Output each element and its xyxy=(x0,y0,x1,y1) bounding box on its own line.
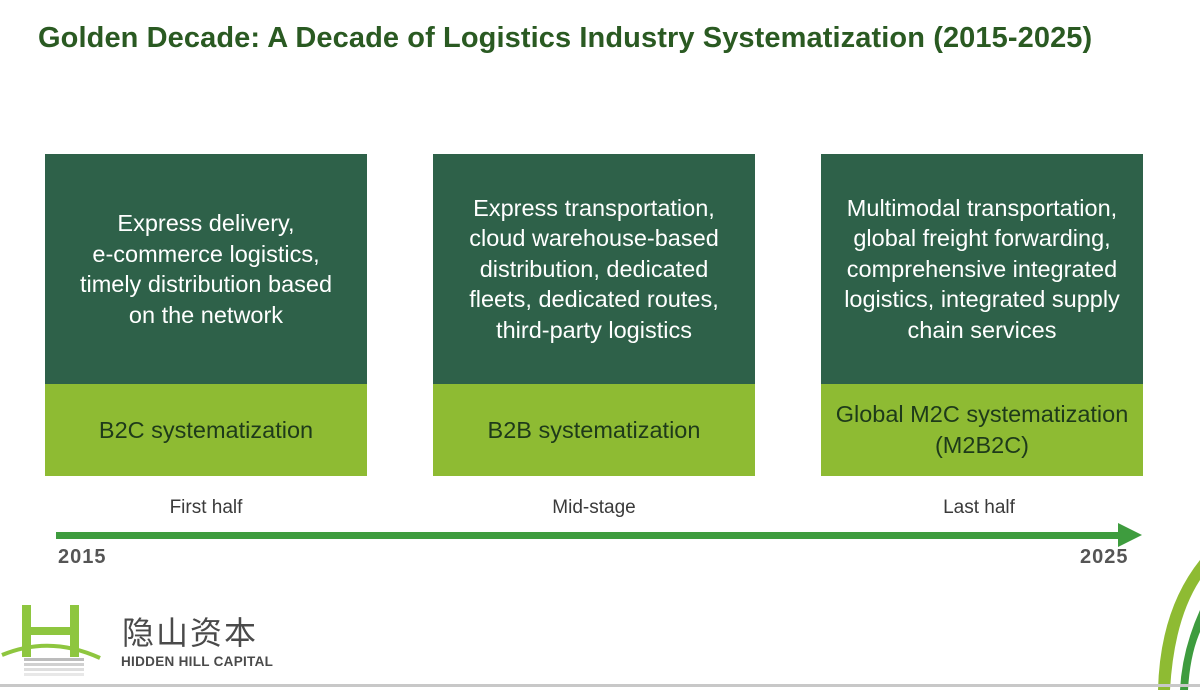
bottom-divider xyxy=(0,684,1200,687)
timeline-end-year: 2025 xyxy=(1080,546,1129,568)
stage-label-text: B2C systematization xyxy=(98,416,314,443)
hidden-hill-logo-icon xyxy=(1,605,101,676)
stage-description-text: Express transportation, cloud warehouse-… xyxy=(469,194,719,343)
stage-card-m2c: Multimodal transportation, global freigh… xyxy=(821,154,1143,476)
stage-label-text: B2B systematization xyxy=(487,416,701,443)
stage-card-b2b: Express transportation, cloud warehouse-… xyxy=(433,154,755,476)
timeline-start-year: 2015 xyxy=(58,546,107,568)
page-title: Golden Decade: A Decade of Logistics Ind… xyxy=(38,22,1093,54)
timeline-arrow-head-icon xyxy=(1118,523,1142,547)
stage-label-text: Global M2C systematization (M2B2C) xyxy=(835,401,1129,458)
brand-name-en: HIDDEN HILL CAPITAL xyxy=(121,654,274,669)
timeline-arrow-line xyxy=(56,532,1122,539)
phase-label-first: First half xyxy=(169,497,243,518)
stage-description-text: Express delivery, e-commerce logistics, … xyxy=(79,210,333,328)
stage-description: Express delivery, e-commerce logistics, … xyxy=(45,154,367,384)
stage-label: Global M2C systematization (M2B2C) xyxy=(821,384,1143,476)
corner-decoration-icon xyxy=(1158,560,1200,690)
stage-label: B2B systematization xyxy=(433,384,755,476)
phase-label-mid: Mid-stage xyxy=(552,497,636,518)
brand-name-cn: 隐山资本 xyxy=(122,615,259,651)
stage-description-text: Multimodal transportation, global freigh… xyxy=(844,194,1120,343)
stage-label: B2C systematization xyxy=(45,384,367,476)
stage-description: Multimodal transportation, global freigh… xyxy=(821,154,1143,384)
stage-description: Express transportation, cloud warehouse-… xyxy=(433,154,755,384)
phase-label-last: Last half xyxy=(943,497,1015,518)
stage-card-b2c: Express delivery, e-commerce logistics, … xyxy=(45,154,367,476)
